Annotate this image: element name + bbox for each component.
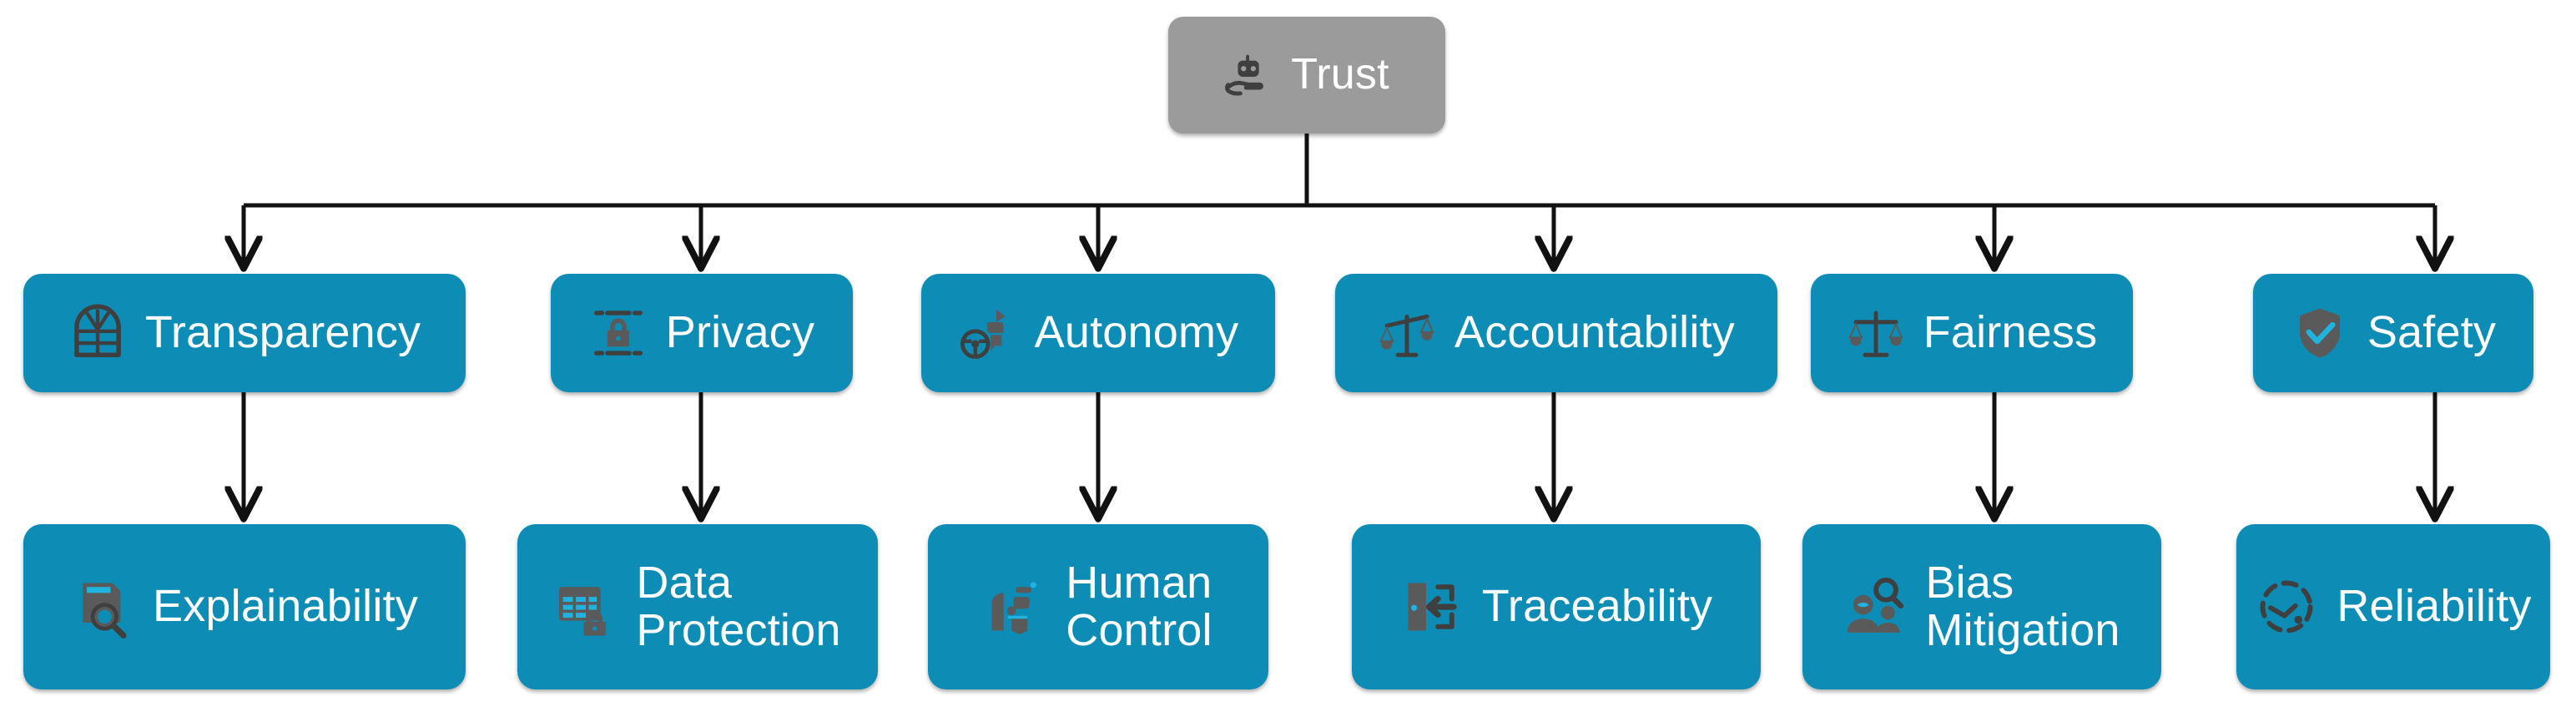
node-transparency-label: Transparency (144, 307, 421, 358)
node-reliability[interactable]: Reliability (2236, 524, 2550, 689)
door-arrow-icon (1408, 583, 1457, 631)
node-traceability-label: Traceability (1481, 581, 1713, 632)
dashed-circle-clock-icon (2260, 580, 2313, 634)
lock-brackets-icon (593, 311, 643, 356)
node-accountability[interactable]: Accountability (1335, 274, 1777, 392)
node-privacy-label: Privacy (665, 307, 815, 358)
node-explainability[interactable]: Explainability (23, 524, 466, 689)
window-arch-icon (73, 304, 121, 357)
book-magnifier-icon (83, 583, 127, 639)
node-explainability-label: Explainability (153, 581, 418, 632)
balanced-scales-icon (1848, 311, 1903, 357)
node-trust[interactable]: Trust (1168, 17, 1445, 134)
table-lock-icon (559, 587, 607, 636)
tilted-scales-icon (1379, 314, 1434, 357)
node-accountability-label: Accountability (1454, 307, 1735, 358)
node-autonomy-label: Autonomy (1034, 307, 1239, 358)
steering-wheel-robot-icon (960, 309, 1006, 359)
node-fairness-label: Fairness (1923, 307, 2098, 358)
node-human-control-label: Human Control (1066, 557, 1212, 655)
node-privacy[interactable]: Privacy (551, 274, 853, 392)
shield-check-icon (2299, 308, 2340, 358)
node-bias-mitigation-label: Bias Mitigation (1925, 557, 2120, 655)
node-data-protection-label: Data Protection (636, 557, 841, 655)
node-traceability[interactable]: Traceability (1352, 524, 1761, 689)
node-safety[interactable]: Safety (2253, 274, 2533, 392)
node-bias-mitigation[interactable]: Bias Mitigation (1802, 524, 2161, 689)
node-autonomy[interactable]: Autonomy (921, 274, 1275, 392)
node-data-protection[interactable]: Data Protection (517, 524, 878, 689)
hand-holding-robot-icon (1225, 54, 1264, 96)
people-magnifier-icon (1848, 577, 1904, 633)
node-fairness[interactable]: Fairness (1811, 274, 2133, 392)
node-reliability-label: Reliability (2337, 581, 2532, 632)
node-safety-label: Safety (2367, 307, 2497, 358)
node-trust-label: Trust (1291, 50, 1389, 99)
node-transparency[interactable]: Transparency (23, 274, 466, 392)
human-robot-icon (991, 582, 1037, 635)
node-human-control[interactable]: Human Control (928, 524, 1268, 689)
